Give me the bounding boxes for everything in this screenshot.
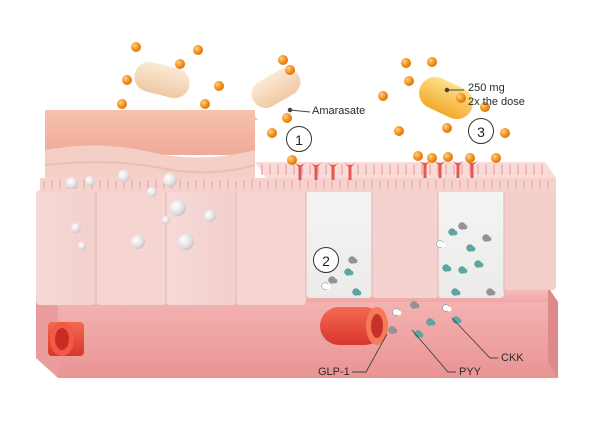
leader-lines: [287, 87, 498, 373]
hormone-granule-icon: [410, 301, 420, 309]
hormone-granule-icon: [466, 244, 476, 252]
granule-icon: [500, 128, 510, 138]
granule-icon: [131, 42, 141, 52]
granule-icon: [427, 57, 437, 67]
granule-icon: [122, 75, 132, 85]
hormone-granule-icon: [328, 276, 338, 284]
hormone-granule-icon: [348, 256, 358, 264]
drug-label: Amarasate: [312, 105, 366, 117]
granule-icon: [442, 123, 452, 133]
hormone-granule-icon: [458, 222, 468, 230]
hormone-granule-icon: [474, 260, 484, 268]
blood-vessel-icon: [48, 322, 84, 356]
capsule-icon: [251, 68, 301, 108]
granule-icon: [401, 58, 411, 68]
hormone-granule-icon: [448, 228, 458, 236]
receptor-icon: [452, 160, 464, 178]
hormone-granule-icon: [388, 326, 398, 334]
granule-icon: [443, 152, 453, 162]
glp1-label: GLP-1: [318, 366, 350, 378]
capsule-icon: [419, 76, 473, 120]
granule-icon: [214, 81, 224, 91]
step-3-badge: 3: [468, 118, 494, 144]
granule-icon: [117, 42, 510, 165]
hormone-granule-icon: [392, 308, 402, 316]
receptor-icon: [344, 162, 356, 180]
receptor-icon: [466, 160, 478, 178]
hormone-granule-icon: [352, 288, 362, 296]
hormone-granules: [321, 222, 496, 338]
granule-icon: [282, 113, 292, 123]
receptor-icon: [294, 162, 306, 180]
granule-icon: [175, 59, 185, 69]
hormone-granule-icon: [442, 264, 452, 272]
granule-icon: [287, 155, 297, 165]
hormone-granule-icon: [458, 266, 468, 274]
receptor-icon: [310, 162, 322, 180]
nutrient-bubbles: [66, 170, 216, 250]
hormone-granule-icon: [452, 316, 462, 324]
hormone-granule-icon: [426, 318, 436, 326]
hormone-granule-icon: [321, 282, 331, 290]
receptor-icon: [419, 160, 431, 178]
granule-icon: [394, 126, 404, 136]
granule-icon: [285, 65, 295, 75]
dose-label-line1: 250 mg: [468, 82, 505, 94]
granule-icon: [117, 99, 127, 109]
hormone-granule-icon: [442, 304, 452, 312]
receptor-icon: [327, 162, 339, 180]
granule-icon: [378, 91, 388, 101]
step-1-badge: 1: [286, 126, 312, 152]
dose-label-line2: 2x the dose: [468, 96, 525, 108]
granule-icon: [193, 45, 203, 55]
hormone-granule-icon: [344, 268, 354, 276]
granule-icon: [491, 153, 501, 163]
granule-icon: [427, 153, 437, 163]
granule-icon: [404, 76, 414, 86]
blood-vessel-icon: [320, 307, 388, 345]
step-2-badge: 2: [313, 247, 339, 273]
capsule-icon: [134, 61, 190, 99]
granule-icon: [267, 128, 277, 138]
granule-icon: [465, 153, 475, 163]
hormone-granule-icon: [436, 240, 446, 248]
granule-icon: [413, 151, 423, 161]
granule-icon: [278, 55, 288, 65]
granule-icon: [200, 99, 210, 109]
epithelium: [36, 190, 556, 305]
granule-icon: [456, 93, 466, 103]
ckk-label: CKK: [501, 352, 524, 364]
receptor-group: [294, 160, 478, 180]
receptor-icon: [434, 160, 446, 178]
hormone-granule-icon: [482, 234, 492, 242]
hormone-granule-icon: [451, 288, 461, 296]
pyy-label: PYY: [459, 366, 482, 378]
granule-icon: [480, 102, 490, 112]
hormone-granule-icon: [486, 288, 496, 296]
